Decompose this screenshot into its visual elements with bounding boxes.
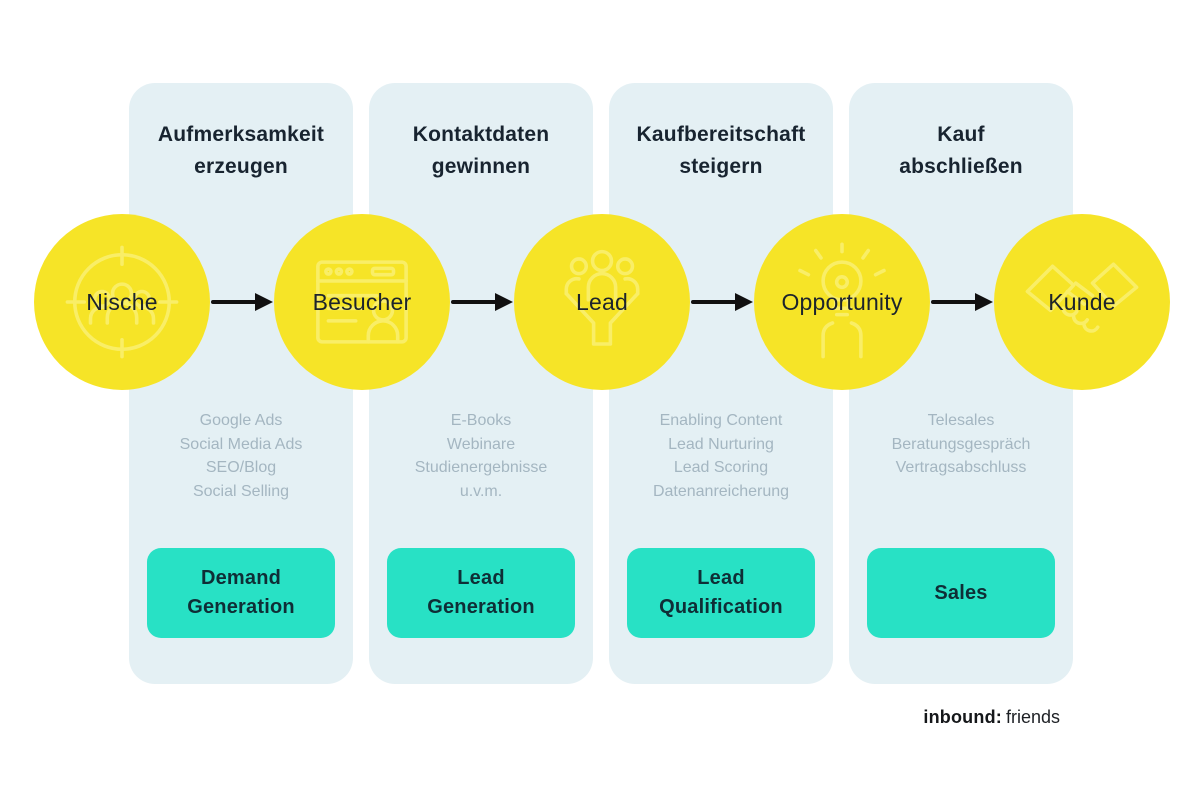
column-item-list: Telesales Beratungsgespräch Vertragsabsc… — [849, 409, 1073, 480]
column-lead-generation: Kontaktdaten gewinnen E-Books Webinare S… — [369, 83, 593, 684]
stage-label: Opportunity — [781, 288, 903, 315]
lead-funnel-icon — [564, 249, 640, 346]
stage-label-lead-generation: Lead Generation — [387, 548, 575, 638]
brand-logo-bold: inbound: — [923, 707, 1002, 727]
column-lead-qualification: Kaufbereitschaft steigern Enabling Conte… — [609, 83, 833, 684]
column-sales: Kauf abschließen Telesales Beratungsgesp… — [849, 83, 1073, 684]
stage-label: Lead — [576, 288, 628, 315]
list-item: Telesales — [927, 412, 995, 429]
column-demand-generation: Aufmerksamkeit erzeugen Google Ads Socia… — [129, 83, 353, 684]
funnel-stage-nische: Nische — [34, 214, 210, 390]
funnel-stage-opportunity: Opportunity — [754, 214, 930, 390]
column-title: Kaufbereitschaft steigern — [636, 123, 806, 178]
list-item: Lead Scoring — [673, 459, 769, 476]
arrow-right-icon — [931, 293, 993, 311]
column-item-list: Google Ads Social Media Ads SEO/Blog Soc… — [129, 409, 353, 503]
stage-label: Besucher — [312, 288, 412, 315]
stage-label-lead-qualification: Lead Qualification — [627, 548, 815, 638]
funnel-stage-besucher: Besucher — [274, 214, 450, 390]
arrow-right-icon — [211, 293, 273, 311]
brand-logo: inbound:friends — [923, 707, 1060, 728]
list-item: Webinare — [446, 435, 516, 453]
list-item: Social Media Ads — [179, 435, 303, 453]
stage-label: Kunde — [1048, 288, 1116, 315]
column-title: Kontaktdaten gewinnen — [412, 123, 550, 178]
column-item-list: Enabling Content Lead Nurturing Lead Sco… — [609, 409, 833, 503]
column-title: Kauf abschließen — [899, 123, 1023, 178]
list-item: Datenanreicherung — [652, 482, 790, 500]
list-item: Google Ads — [199, 412, 283, 429]
list-item: Enabling Content — [659, 412, 783, 429]
column-item-list: E-Books Webinare Studienergebnisse u.v.m… — [369, 409, 593, 503]
list-item: Lead Nurturing — [668, 435, 774, 453]
funnel-stage-lead: Lead — [514, 214, 690, 390]
list-item: Social Selling — [192, 482, 290, 500]
stage-label-demand-generation: Demand Generation — [147, 548, 335, 638]
list-item: Vertragsabschluss — [895, 459, 1027, 476]
stage-label: Nische — [86, 288, 158, 315]
brand-logo-light: friends — [1005, 707, 1060, 727]
funnel-stage-kunde: Kunde — [994, 214, 1170, 390]
arrow-right-icon — [691, 293, 753, 311]
stage-label-sales: Sales — [867, 548, 1055, 638]
arrow-right-icon — [451, 293, 513, 311]
column-title: Aufmerksamkeit erzeugen — [157, 123, 325, 178]
list-item: Studienergebnisse — [414, 459, 548, 476]
target-audience-icon — [65, 245, 179, 359]
list-item: E-Books — [450, 412, 512, 429]
website-visitor-icon — [316, 260, 408, 344]
handshake-icon — [1025, 262, 1139, 333]
list-item: SEO/Blog — [205, 459, 277, 476]
list-item: u.v.m. — [459, 482, 503, 500]
list-item: Beratungsgespräch — [891, 435, 1031, 453]
idea-lightbulb-icon — [798, 242, 886, 359]
